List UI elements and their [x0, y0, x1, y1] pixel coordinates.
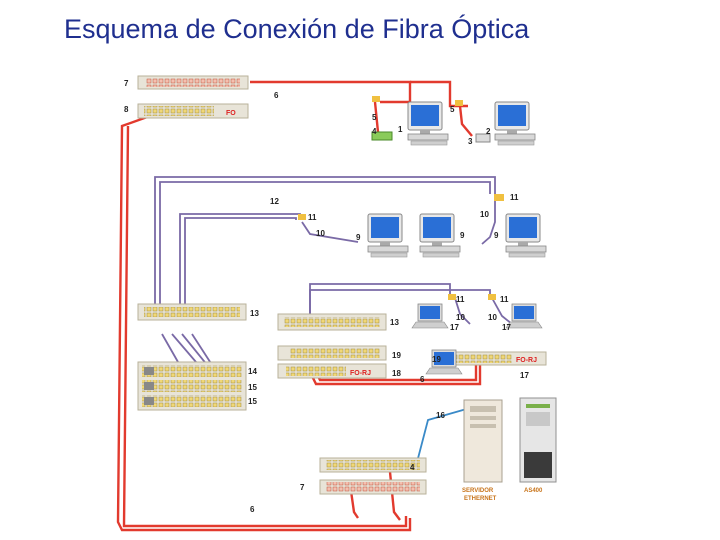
label-9-a: 9 — [356, 233, 361, 242]
patch-panel-13-right — [277, 313, 387, 331]
outlet-11-d — [488, 294, 496, 300]
label-15-a: 15 — [248, 383, 257, 392]
label-13-right: 13 — [390, 318, 399, 327]
patch-panel-7-bottom — [319, 479, 427, 495]
workstation-9b — [419, 213, 461, 258]
label-11-a: 11 — [308, 213, 317, 222]
label-5-left: 5 — [372, 113, 377, 122]
laptop-17a — [411, 303, 449, 329]
reference-numbers: 7 8 6 5 4 1 5 2 3 12 11 10 11 10 9 9 9 1… — [124, 79, 529, 514]
outlet-5-left — [372, 96, 380, 102]
label-11-b: 11 — [510, 193, 519, 202]
fiber-connection-diagram: FO FO-RJ FO-RJ — [116, 75, 557, 532]
label-10-d: 10 — [488, 313, 497, 322]
converter-1 — [371, 131, 393, 141]
ethernet-server-label-1: SERVIDOR — [462, 488, 494, 494]
outlet-11-left — [298, 214, 306, 220]
outlet-11-c — [448, 294, 456, 300]
label-4-top: 4 — [372, 127, 377, 136]
laptop-17b — [505, 303, 543, 329]
label-13-left: 13 — [250, 309, 259, 318]
label-19-b: 19 — [432, 355, 441, 364]
label-6-mid: 6 — [420, 375, 425, 384]
converter-2 — [475, 133, 491, 143]
label-7-bottom: 7 — [300, 483, 305, 492]
ethernet-server: SERVIDOR ETHERNET — [462, 399, 503, 502]
label-6-top: 6 — [274, 91, 279, 100]
label-3: 3 — [468, 137, 473, 146]
outlet-5-right — [455, 100, 463, 106]
page-title: Esquema de Conexión de Fibra Óptica — [64, 14, 530, 44]
fiber-panel-8: FO — [137, 103, 249, 119]
label-1: 1 — [398, 125, 403, 134]
label-15-b: 15 — [248, 397, 257, 406]
workstation-2 — [494, 101, 536, 146]
label-5-right: 5 — [450, 105, 455, 114]
label-18: 18 — [392, 369, 401, 378]
label-10-b: 10 — [316, 229, 325, 238]
outlet-11-right — [494, 194, 504, 201]
label-11-d: 11 — [500, 295, 509, 304]
label-9-b: 9 — [460, 231, 465, 240]
workstation-9a — [367, 213, 409, 258]
fo-rj-panel-right: FO-RJ — [445, 351, 547, 366]
label-10-a: 10 — [480, 210, 489, 219]
patch-panel-7-top — [137, 75, 249, 90]
label-17-c: 17 — [520, 371, 529, 380]
fo-rj-mid-tag: FO-RJ — [350, 370, 371, 377]
workstation-9c — [505, 213, 547, 258]
label-14: 14 — [248, 367, 257, 376]
fo-rj-panel-18: FO-RJ — [277, 363, 387, 379]
patch-panel-19 — [277, 345, 387, 361]
label-8: 8 — [124, 105, 129, 114]
as400-label: AS400 — [524, 488, 543, 494]
switch-4-bottom — [319, 457, 427, 473]
patch-panel-13-left — [137, 303, 247, 321]
label-10-c: 10 — [456, 313, 465, 322]
label-2: 2 — [486, 127, 491, 136]
label-11-c: 11 — [456, 295, 465, 304]
as400-server: AS400 — [519, 397, 557, 494]
label-12: 12 — [270, 197, 279, 206]
ethernet-server-label-2: ETHERNET — [464, 496, 497, 502]
fo-rj-right-tag: FO-RJ — [516, 357, 537, 364]
blue-cable — [415, 407, 471, 467]
label-16: 16 — [436, 411, 445, 420]
workstation-1 — [407, 101, 449, 146]
label-19-a: 19 — [392, 351, 401, 360]
switch-stack-14-15 — [137, 361, 247, 411]
label-6-bottom: 6 — [250, 505, 255, 514]
label-4-bottom: 4 — [410, 463, 415, 472]
label-17-b: 17 — [502, 323, 511, 332]
fo-tag: FO — [226, 110, 236, 117]
label-17-a: 17 — [450, 323, 459, 332]
label-7-top: 7 — [124, 79, 129, 88]
label-9-c: 9 — [494, 231, 499, 240]
